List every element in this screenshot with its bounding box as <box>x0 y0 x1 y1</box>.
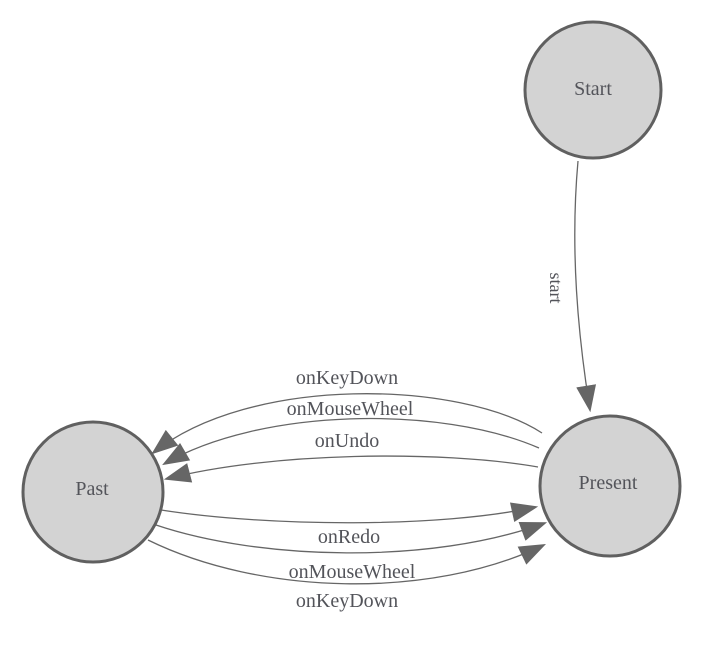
edge-label-onkeydown-bottom: onKeyDown <box>296 590 398 612</box>
node-past-label: Past <box>75 478 109 500</box>
edge-present-to-past-onmousewheel <box>162 417 540 466</box>
edge-past-to-present-onmousewheel <box>155 521 548 554</box>
node-present: Present <box>538 414 682 558</box>
edge-label-onmousewheel-top: onMouseWheel <box>287 398 414 420</box>
edge-present-to-past-onkeydown <box>151 393 543 455</box>
node-past-circle <box>21 420 165 564</box>
edge-label-group: start onKeyDown onMouseWheel onUndo onRe… <box>287 273 566 613</box>
edge-label-onkeydown-top: onKeyDown <box>296 367 398 389</box>
edge-present-to-past-onundo <box>163 455 539 483</box>
edge-past-to-present-onkeydown <box>147 539 547 585</box>
edge-past-to-present-onredo <box>160 502 539 524</box>
edge-start-to-present <box>574 160 597 413</box>
edge-label-onmousewheel-bottom: onMouseWheel <box>289 561 416 583</box>
node-start-circle <box>523 20 663 160</box>
edge-label-onredo: onRedo <box>318 526 380 548</box>
node-present-circle <box>538 414 682 558</box>
node-past: Past <box>21 420 165 564</box>
node-present-label: Present <box>579 472 638 494</box>
node-start-label: Start <box>574 78 612 100</box>
edge-label-start: start <box>546 273 566 304</box>
edge-group <box>147 160 597 585</box>
edge-label-onundo: onUndo <box>315 430 379 452</box>
node-start: Start <box>523 20 663 160</box>
